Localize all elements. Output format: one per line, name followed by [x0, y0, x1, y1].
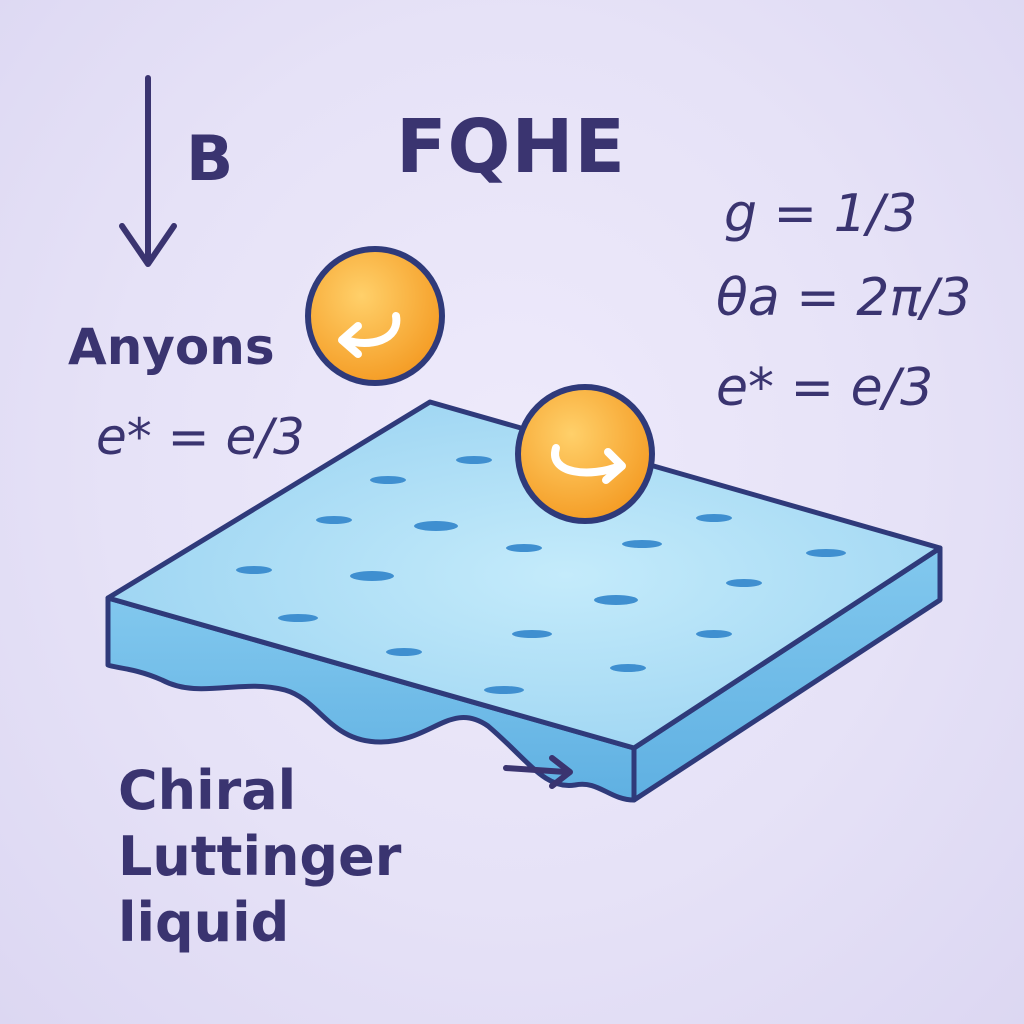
edge-state-label: Chiral Luttinger liquid	[118, 758, 401, 956]
edge-label-line-1: Chiral	[118, 759, 297, 822]
anyon-left-swirl-icon	[305, 246, 445, 386]
edge-current-arrow-icon	[503, 755, 573, 789]
slab-top	[105, 399, 943, 751]
edge-label-line-2: Luttinger	[118, 825, 402, 888]
filling-factor-equation: g = 1/3	[724, 184, 918, 244]
anyon-right-swirl-icon	[515, 384, 655, 524]
slab-side-front	[105, 595, 637, 803]
fractional-charge-equation: e* = e/3	[716, 358, 934, 418]
magnetic-field-label: B	[186, 122, 234, 195]
diagram-title: FQHE	[396, 104, 626, 190]
down-arrow-icon	[119, 75, 177, 267]
edge-label-line-3: liquid	[118, 891, 290, 954]
anyon-charge-label: e* = e/3	[96, 408, 305, 466]
exchange-phase-equation: θa = 2π/3	[716, 268, 972, 328]
electron-dashes	[236, 456, 846, 694]
anyons-label: Anyons	[68, 318, 275, 376]
